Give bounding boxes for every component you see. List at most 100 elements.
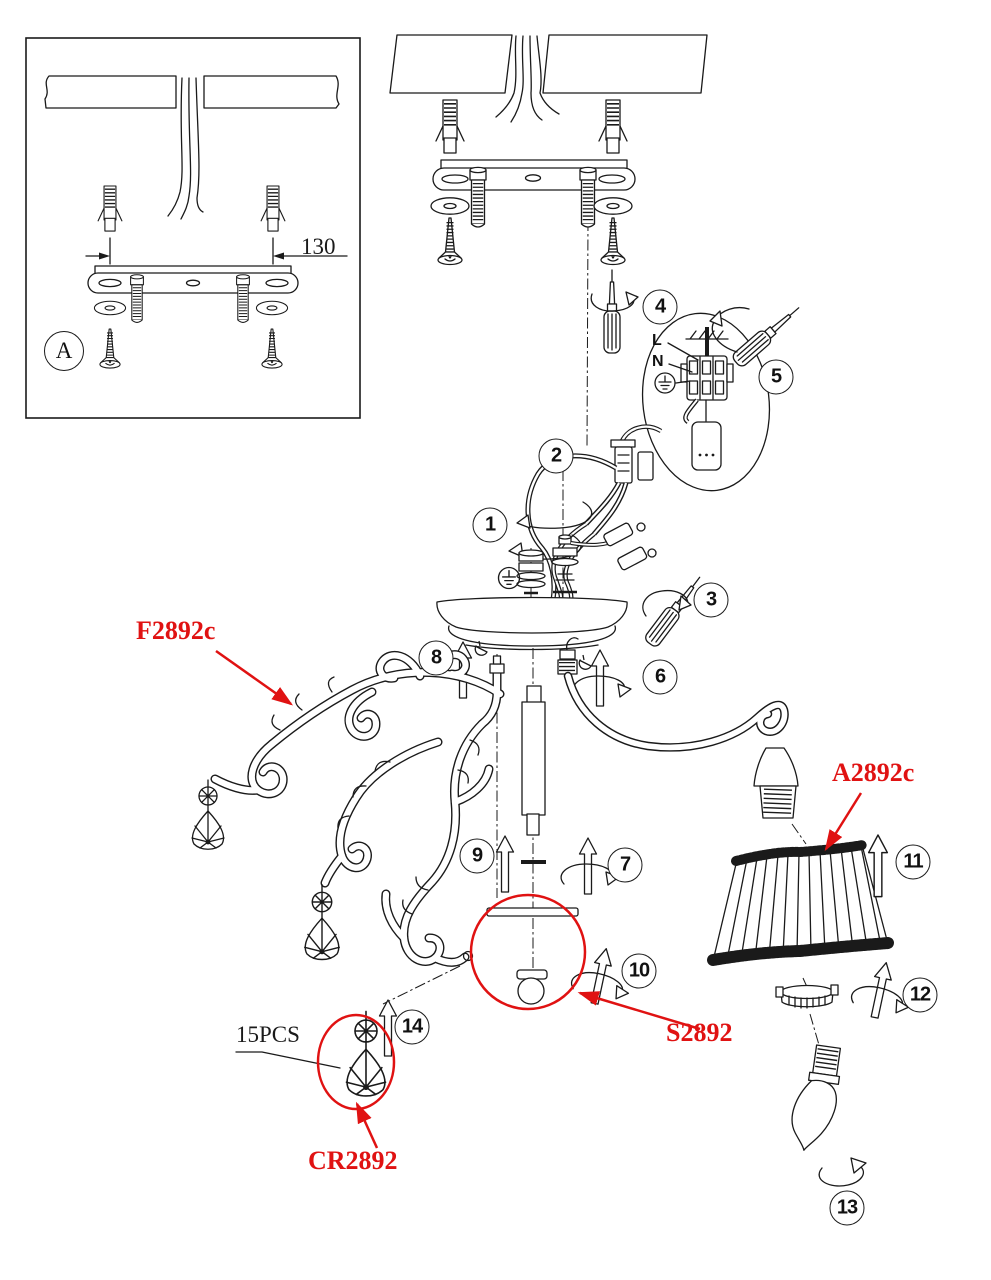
socket-assembly-highlight	[469, 893, 587, 1011]
step-7-number: 7	[619, 853, 631, 876]
step-1-number: 1	[484, 513, 496, 536]
step-14-number: 14	[401, 1015, 423, 1038]
socket-label-arrow	[577, 991, 701, 1031]
step-2-number: 2	[550, 444, 562, 467]
detail-a-badge: A	[44, 331, 84, 371]
dimension-label: 130	[301, 234, 336, 259]
step-2-badge: 2	[538, 438, 574, 474]
step-9-badge: 9	[459, 838, 495, 874]
plug-connector-pair	[584, 424, 663, 536]
inset-dimension	[85, 237, 348, 265]
frame-crystal-2	[304, 884, 340, 961]
frame-part-code: F2892c	[136, 616, 216, 645]
step5-terminal-detail	[641, 301, 805, 492]
inset-ceiling-left	[44, 75, 177, 109]
nut-stack-left	[516, 549, 546, 595]
shade-trim-bottom	[707, 937, 894, 966]
step-13-number: 13	[836, 1196, 858, 1219]
washer-right	[593, 197, 633, 215]
screw-right	[601, 218, 625, 265]
ceiling-right	[542, 34, 708, 94]
step-4-badge: 4	[642, 289, 678, 325]
step-10-number: 10	[628, 959, 650, 982]
step-11-number: 11	[903, 850, 923, 873]
step-6-badge: 6	[642, 659, 678, 695]
live-wire-label: L	[652, 332, 662, 349]
ceiling-left	[389, 34, 513, 94]
step-8-badge: 8	[418, 640, 454, 676]
step9-arrow	[495, 835, 515, 893]
crystal-count-leader	[235, 1051, 341, 1069]
red-annotations	[215, 649, 863, 1149]
ground-symbol	[654, 372, 676, 394]
step-4-number: 4	[654, 295, 666, 318]
inset-ceiling-right	[203, 75, 340, 109]
ceiling-assembly	[389, 34, 708, 265]
crystal-part-code: CR2892	[308, 1146, 398, 1175]
step-12-number: 12	[909, 983, 931, 1006]
frame-crystal-1	[191, 779, 225, 850]
inset-stud-right	[237, 275, 250, 323]
frame-scrollwork	[191, 650, 505, 967]
lampshade	[707, 840, 894, 966]
stud-right	[580, 167, 596, 227]
step-9-number: 9	[471, 844, 483, 867]
step4-screwdriver	[590, 269, 639, 354]
connector-box	[691, 421, 722, 471]
nut-stack-right	[551, 534, 579, 594]
step-6-number: 6	[654, 665, 666, 688]
leaf-details	[271, 676, 480, 915]
canopy-bowl	[436, 596, 628, 670]
socket-part-code: S2892	[666, 1018, 733, 1047]
wall-anchor-right	[599, 100, 627, 153]
shade-trim-top	[731, 840, 868, 866]
inset-screw-right	[262, 329, 282, 368]
lamp-arm	[557, 637, 799, 819]
step-14-badge: 14	[394, 1009, 430, 1045]
inset-washer-left	[93, 300, 127, 316]
step6-twist-arrow	[573, 650, 631, 706]
detail-a-letter: A	[55, 338, 73, 363]
inset-supply-wires	[167, 77, 204, 220]
shade-label-arrow	[824, 792, 863, 852]
inset-mounting-bar	[87, 265, 299, 294]
terminal-block	[680, 355, 734, 401]
wire-leader-lines	[667, 342, 699, 384]
step13-rotate-arrow	[818, 1157, 867, 1187]
shade-part-code: A2892c	[832, 758, 915, 787]
step-11-badge: 11	[895, 844, 931, 880]
step-3-badge: 3	[693, 582, 729, 618]
supply-wires	[495, 35, 560, 123]
step1-hardware	[497, 501, 657, 595]
step-13-badge: 13	[829, 1190, 865, 1226]
stud-left	[470, 167, 486, 227]
socket-assembly	[486, 907, 579, 1005]
inset-wall-anchor-left	[98, 186, 122, 231]
center-tube	[521, 685, 546, 836]
neutral-wire-label: N	[652, 353, 664, 370]
step-12-badge: 12	[902, 977, 938, 1013]
screw-left	[438, 218, 462, 265]
step-1-badge: 1	[472, 507, 508, 543]
crystal-label-arrow	[355, 1101, 379, 1149]
step5-screwdriver	[730, 301, 805, 369]
washer-left	[430, 197, 470, 215]
step-5-badge: 5	[758, 359, 794, 395]
step-3-number: 3	[705, 588, 717, 611]
candle-bulb	[791, 1044, 842, 1151]
inset-washer-right	[255, 300, 289, 316]
step-10-badge: 10	[621, 953, 657, 989]
frame-label-arrow	[215, 649, 294, 706]
step3-screwdriver	[642, 571, 707, 650]
elbow-fittings	[603, 522, 657, 571]
arm-socket	[753, 747, 799, 819]
crystal-quantity-label: 15PCS	[236, 1022, 300, 1047]
inset-wall-anchor-right	[261, 186, 285, 231]
inset-screw-left	[100, 329, 120, 368]
inset-detail-a	[25, 37, 361, 419]
inset-stud-left	[131, 275, 144, 323]
hook-right	[578, 654, 592, 670]
wall-anchor-left	[436, 100, 464, 153]
